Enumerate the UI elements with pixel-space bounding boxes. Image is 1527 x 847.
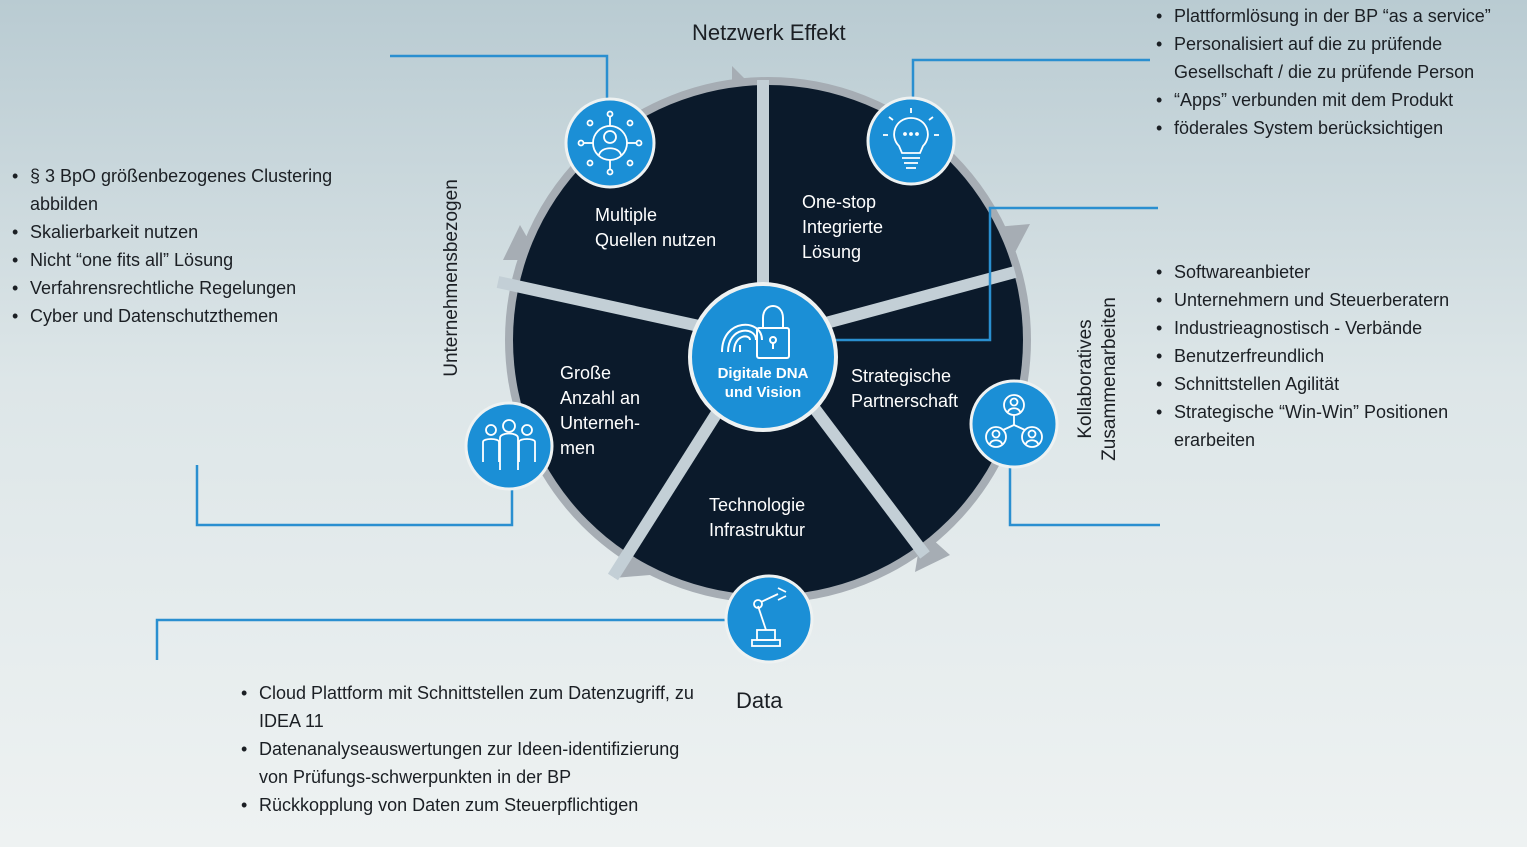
bullet-item: Datenanalyseauswertungen zur Ideen-ident… xyxy=(241,735,701,791)
segment-line: Anzahl an xyxy=(560,388,641,408)
label-data: Data xyxy=(736,688,783,713)
bullet-item: föderales System berücksichtigen xyxy=(1156,114,1526,142)
bullet-item: Benutzerfreundlich xyxy=(1156,342,1501,370)
bullet-item: Strategische “Win-Win” Positionen erarbe… xyxy=(1156,398,1501,454)
segment-line: Integrierte xyxy=(802,217,884,237)
segment-strategic-partnership: Strategische Partnerschaft xyxy=(851,364,958,414)
bullet-item: Verfahrensrechtliche Regelungen xyxy=(12,274,382,302)
segment-multiple-sources: Multiple Quellen nutzen xyxy=(595,203,716,253)
label-collaborative-line1: Kollaboratives xyxy=(1075,319,1096,439)
bullet-item: Rückkopplung von Daten zum Steuerpflicht… xyxy=(241,791,701,819)
bullet-item: Unternehmern und Steuerberatern xyxy=(1156,286,1501,314)
segment-line: Quellen nutzen xyxy=(595,230,717,250)
segment-large-number: Große Anzahl an Unterneh- men xyxy=(560,361,640,461)
bullet-item: Cyber und Datenschutzthemen xyxy=(12,302,382,330)
segment-one-stop: One-stop Integrierte Lösung xyxy=(802,190,883,265)
bullet-item: Cloud Plattform mit Schnittstellen zum D… xyxy=(241,679,701,735)
network-icon xyxy=(564,97,656,189)
lightbulb-icon xyxy=(866,96,956,186)
bullets-top-right: Plattformlösung in der BP “as a service”… xyxy=(1156,2,1526,142)
center-line2: und Vision xyxy=(724,384,802,401)
label-company-related: Unternehmensbezogen xyxy=(441,179,462,377)
bullet-item: “Apps” verbunden mit dem Produkt xyxy=(1156,86,1526,114)
bullet-item: Softwareanbieter xyxy=(1156,258,1501,286)
segment-line: Lösung xyxy=(802,242,862,262)
bullets-bottom: Cloud Plattform mit Schnittstellen zum D… xyxy=(241,679,701,819)
bullet-item: Nicht “one fits all” Lösung xyxy=(12,246,382,274)
segment-line: Unterneh- xyxy=(560,413,641,433)
bullet-item: § 3 BpO größenbezogenes Clustering abbil… xyxy=(12,162,382,218)
segment-line: Partnerschaft xyxy=(851,391,959,411)
bullet-item: Schnittstellen Agilität xyxy=(1156,370,1501,398)
center-label: Digitale DNA und Vision xyxy=(690,364,836,402)
segment-technology: Technologie Infrastruktur xyxy=(709,493,805,543)
segment-line: Strategische xyxy=(851,366,952,386)
bullets-right: Softwareanbieter Unternehmern und Steuer… xyxy=(1156,258,1501,454)
bullets-left: § 3 BpO größenbezogenes Clustering abbil… xyxy=(12,162,382,330)
segment-line: Multiple xyxy=(595,205,658,225)
bullet-item: Plattformlösung in der BP “as a service” xyxy=(1156,2,1526,30)
people-group-icon xyxy=(464,401,554,491)
center-line1: Digitale DNA xyxy=(717,365,809,382)
segment-line: men xyxy=(560,438,596,458)
connector-lines xyxy=(155,54,1160,660)
segment-line: One-stop xyxy=(802,192,877,212)
label-collaborative: Kollaboratives Zusammenarbeiten xyxy=(1074,289,1122,469)
segment-line: Technologie xyxy=(709,495,806,515)
segment-line: Infrastruktur xyxy=(709,520,806,540)
bullet-item: Industrieagnostisch - Verbände xyxy=(1156,314,1501,342)
segment-line: Große xyxy=(560,363,612,383)
bullet-item: Personalisiert auf die zu prüfende Gesel… xyxy=(1156,30,1526,86)
bullet-item: Skalierbarkeit nutzen xyxy=(12,218,382,246)
robot-arm-icon xyxy=(724,574,814,664)
fingerprint-lock-icon xyxy=(721,305,790,359)
collaboration-icon xyxy=(969,379,1059,469)
label-network-effect: Netzwerk Effekt xyxy=(692,20,846,45)
label-collaborative-line2: Zusammenarbeiten xyxy=(1099,297,1120,461)
